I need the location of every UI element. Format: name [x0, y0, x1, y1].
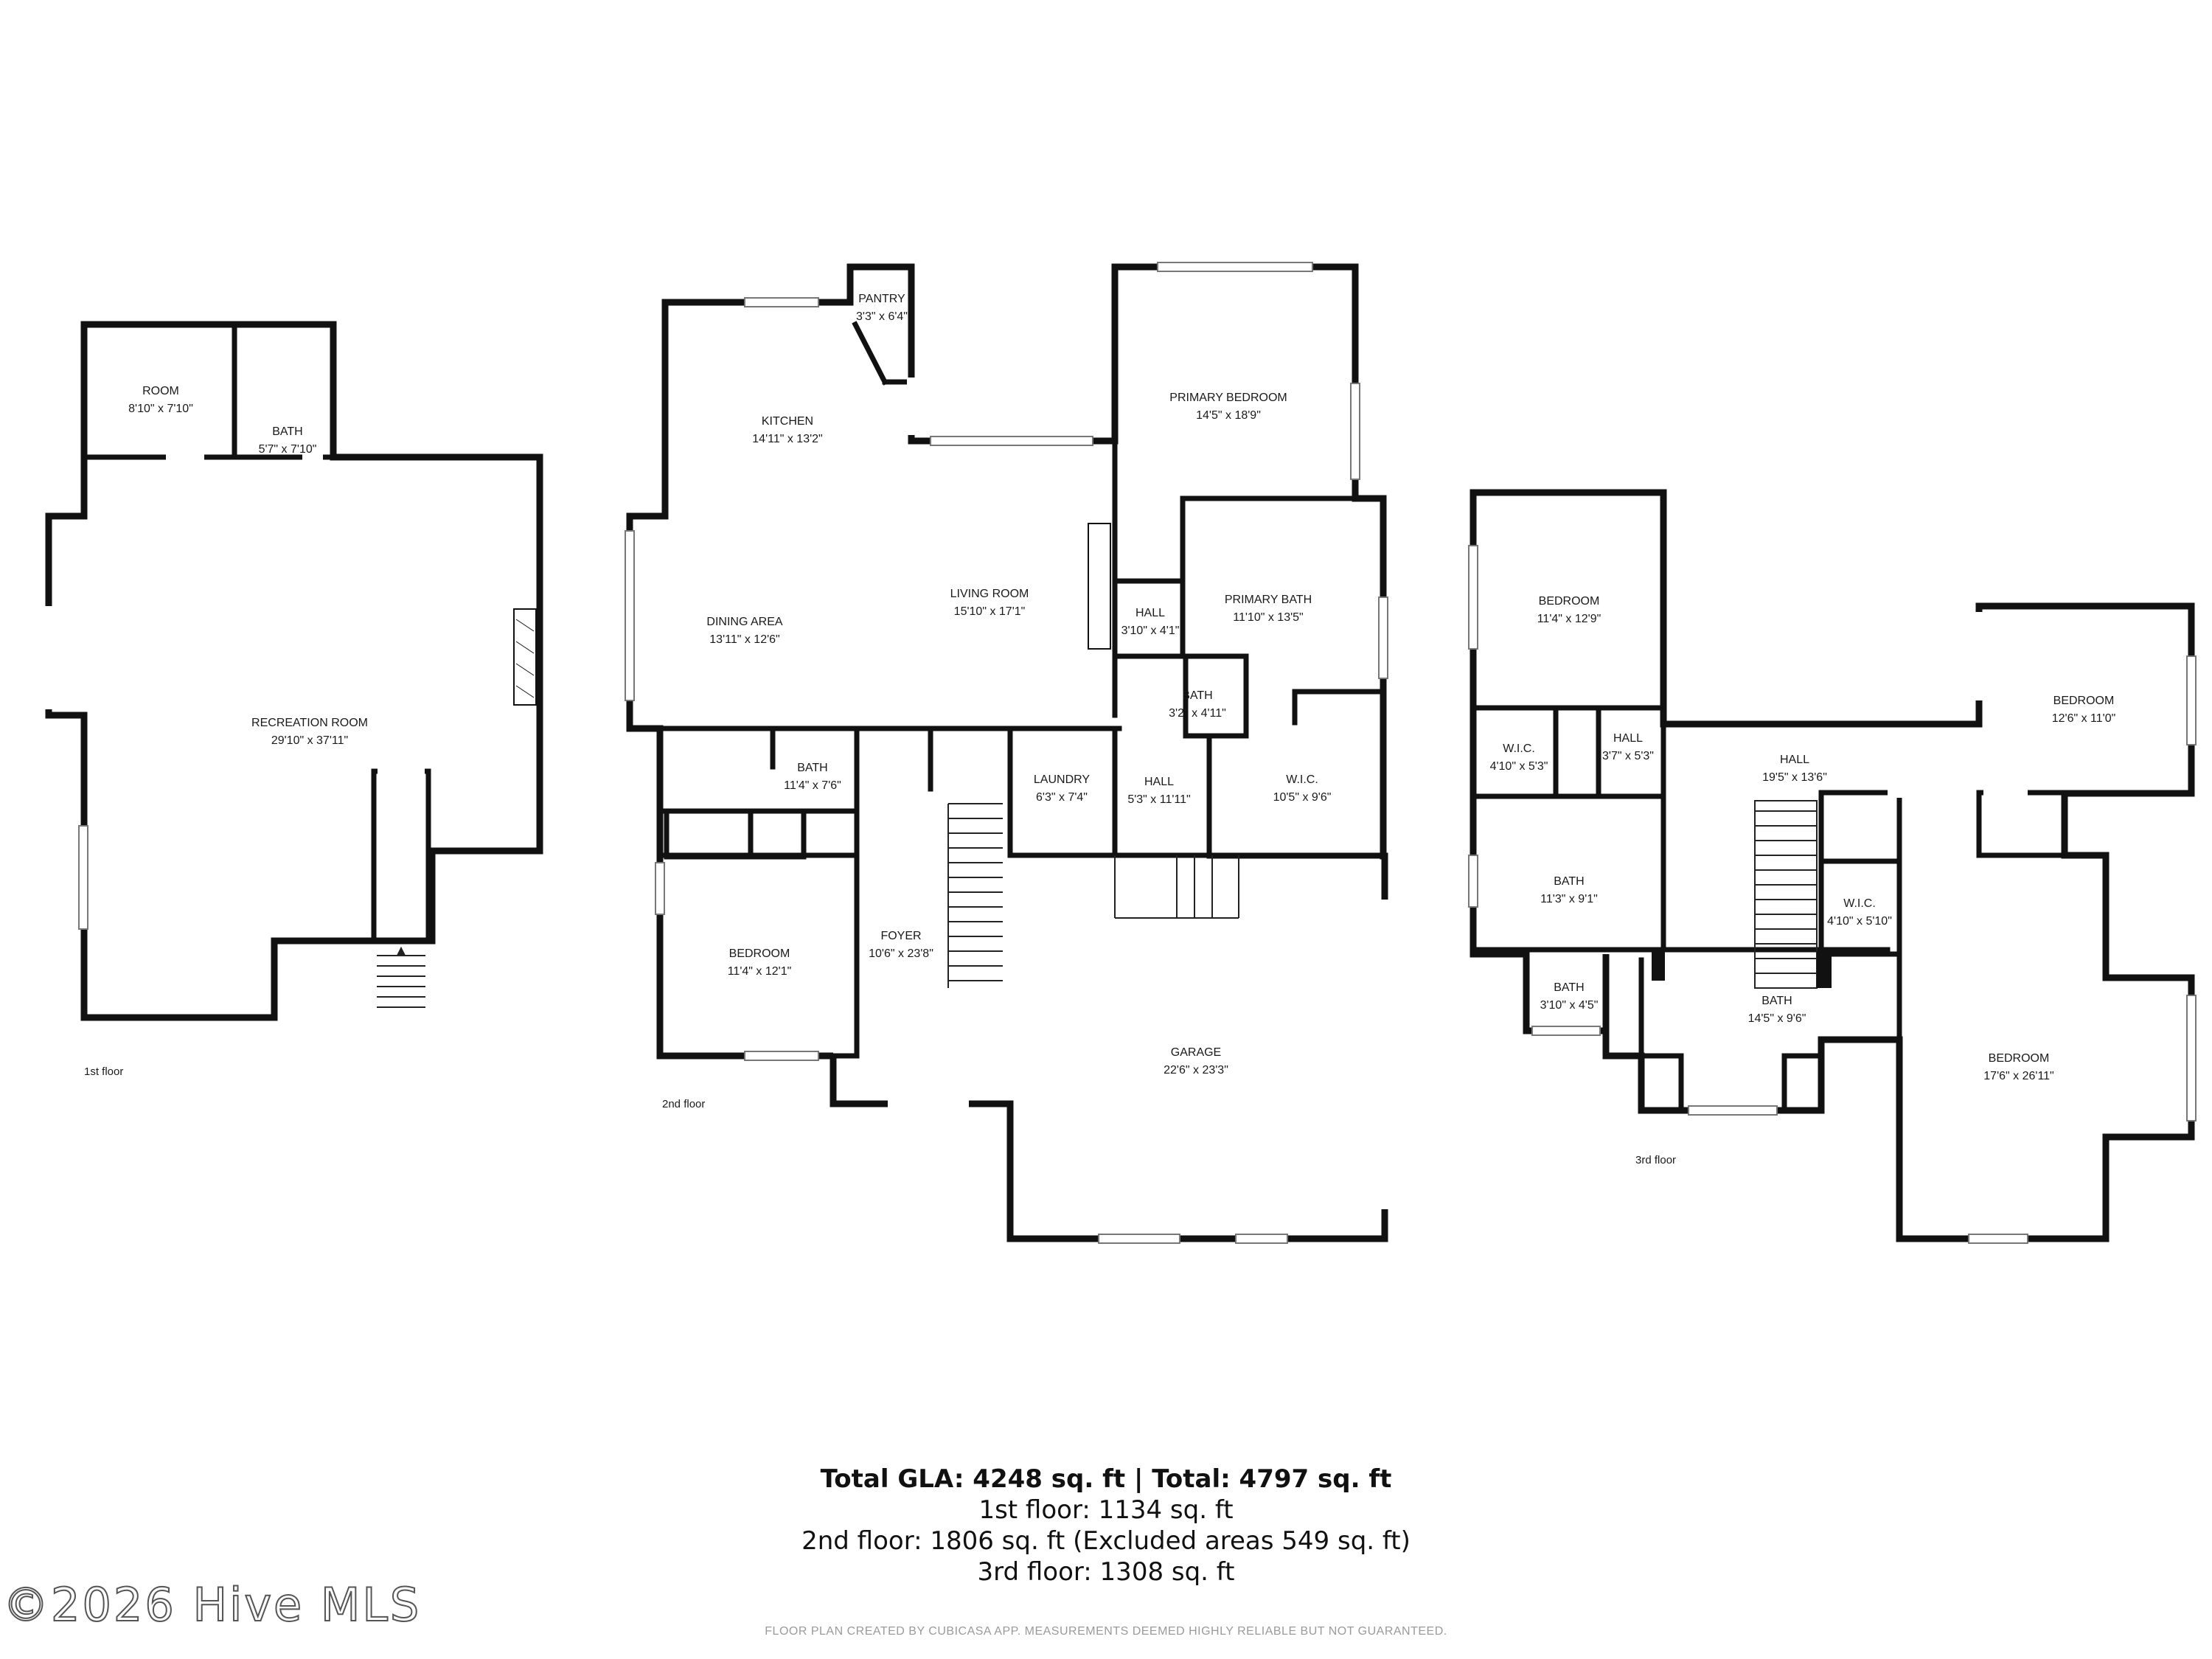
room-dimensions: 17'6" x 26'11" [1983, 1070, 2053, 1082]
room-name: BATH [1182, 689, 1212, 702]
room-labels: ROOM 8'10" x 7'10" BATH 5'7" x 7'10" RECREAT… [84, 293, 2115, 1166]
floor-1-plan [42, 321, 543, 1021]
floor-label: 3rd floor [1635, 1154, 1676, 1166]
room-name: LIVING ROOM [950, 588, 1029, 600]
room-name: PRIMARY BEDROOM [1169, 392, 1287, 404]
room-name: KITCHEN [762, 415, 813, 428]
room-name: W.I.C. [1286, 773, 1318, 786]
room-name: HALL [1780, 754, 1809, 766]
room-name: BATH [1554, 875, 1584, 888]
room-name: BEDROOM [1539, 595, 1600, 608]
floor-label: 2nd floor [662, 1098, 705, 1110]
total-area-summary: Total GLA: 4248 sq. ft | Total: 4797 sq.… [820, 1464, 1392, 1494]
room-dimensions: 29'10" x 37'11" [271, 734, 348, 747]
room-name: GARAGE [1171, 1046, 1221, 1059]
room-dimensions: 14'5" x 9'6" [1748, 1012, 1806, 1025]
room-dimensions: 11'10" x 13'5" [1233, 611, 1303, 624]
room-name: BATH [1554, 981, 1584, 994]
room-name: BATH [1761, 995, 1792, 1007]
room-name: BEDROOM [2053, 695, 2115, 707]
room-name: W.I.C. [1843, 897, 1876, 910]
floor-3-plan [1468, 489, 2197, 1244]
room-dimensions: 11'4" x 12'1" [728, 965, 792, 978]
room-name: LAUNDRY [1034, 773, 1091, 786]
room-dimensions: 15'10" x 17'1" [954, 605, 1026, 618]
room-dimensions: 10'6" x 23'8" [869, 947, 933, 960]
room-name: HALL [1135, 607, 1165, 619]
room-dimensions: 3'10" x 4'1" [1121, 625, 1180, 637]
room-name: W.I.C. [1503, 742, 1535, 755]
room-dimensions: 14'5" x 18'9" [1196, 409, 1261, 422]
room-name: PANTRY [858, 293, 905, 305]
room-dimensions: 10'5" x 9'6" [1273, 791, 1332, 804]
room-name: ROOM [142, 385, 179, 397]
room-dimensions: 12'6" x 11'0" [2052, 712, 2116, 725]
room-dimensions: 4'10" x 5'10" [1827, 915, 1892, 928]
room-dimensions: 22'6" x 23'3" [1164, 1064, 1228, 1077]
floor-1-area: 1st floor: 1134 sq. ft [978, 1495, 1234, 1525]
room-dimensions: 13'11" x 12'6" [709, 633, 779, 646]
room-dimensions: 3'7" x 5'3" [1602, 750, 1654, 762]
room-dimensions: 8'10" x 7'10" [128, 403, 193, 415]
room-dimensions: 3'2" x 4'11" [1169, 707, 1226, 720]
room-dimensions: 14'11" x 13'2" [752, 433, 822, 445]
floor-2-plan [625, 262, 1391, 1244]
room-dimensions: 11'4" x 12'9" [1537, 613, 1601, 625]
copyright-watermark: ©2026 Hive MLS [2, 1577, 422, 1632]
room-dimensions: 11'4" x 7'6" [784, 779, 841, 792]
floor-2-area: 2nd floor: 1806 sq. ft (Excluded areas 5… [801, 1526, 1411, 1556]
room-name: DINING AREA [706, 616, 782, 628]
room-dimensions: 5'7" x 7'10" [259, 443, 317, 456]
room-name: RECREATION ROOM [251, 717, 368, 729]
room-name: BATH [272, 425, 302, 438]
room-name: BEDROOM [1989, 1052, 2050, 1065]
room-name: PRIMARY BATH [1225, 594, 1312, 606]
disclaimer-text: FLOOR PLAN CREATED BY CUBICASA APP. MEAS… [765, 1625, 1447, 1638]
room-name: BEDROOM [729, 947, 790, 960]
room-name: FOYER [880, 930, 921, 942]
room-dimensions: 3'3" x 6'4" [856, 310, 908, 323]
room-dimensions: 6'3" x 7'4" [1036, 791, 1088, 804]
room-dimensions: 3'10" x 4'5" [1540, 999, 1599, 1012]
floor-label: 1st floor [84, 1065, 123, 1078]
room-dimensions: 19'5" x 13'6" [1762, 771, 1827, 784]
room-dimensions: 4'10" x 5'3" [1490, 760, 1548, 773]
room-name: HALL [1613, 732, 1643, 745]
floor-3-area: 3rd floor: 1308 sq. ft [977, 1557, 1235, 1587]
room-name: HALL [1144, 776, 1174, 788]
room-dimensions: 5'3" x 11'11" [1127, 793, 1190, 806]
room-dimensions: 11'3" x 9'1" [1540, 893, 1598, 905]
room-name: BATH [797, 762, 827, 774]
